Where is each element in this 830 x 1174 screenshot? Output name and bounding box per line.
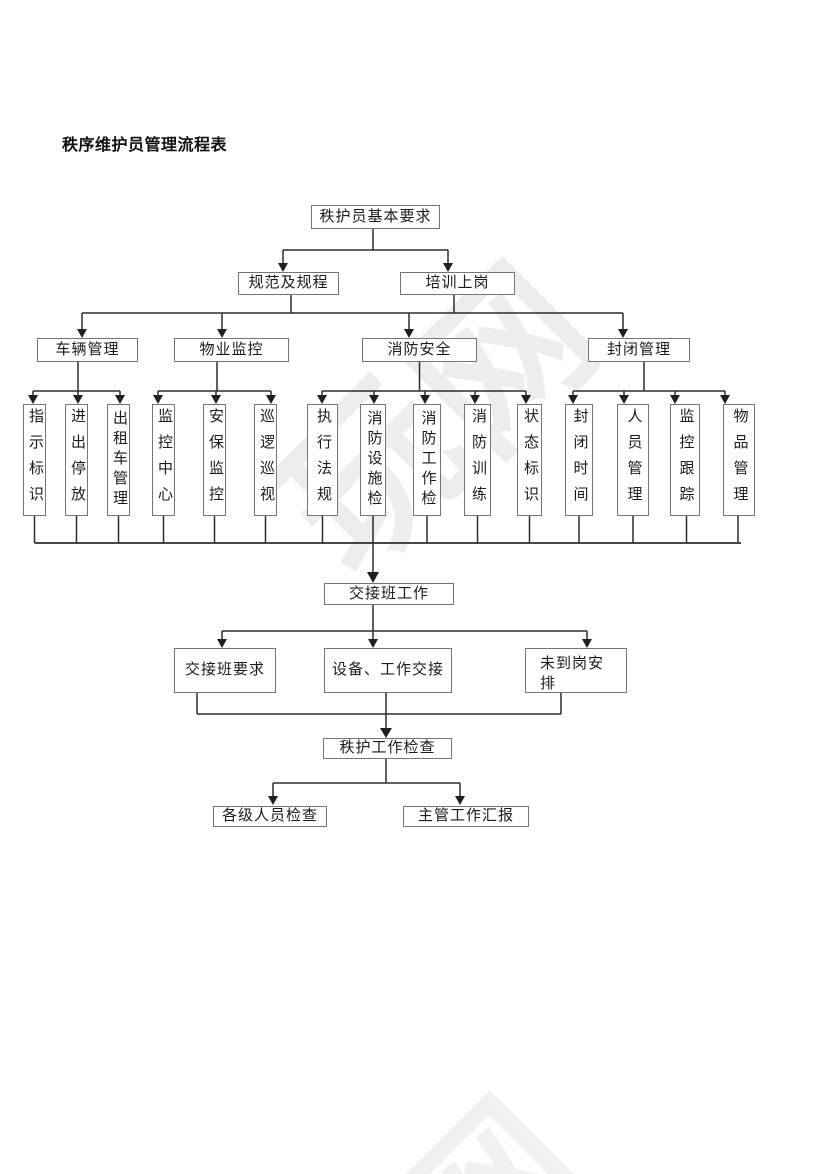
node-fire-drill: 消防训练 — [464, 404, 491, 516]
node-vehicle-management: 车辆管理 — [37, 338, 138, 362]
page-title: 秩序维护员管理流程表 — [62, 137, 228, 154]
vertical-label: 安保监控 — [207, 408, 223, 512]
vertical-label: 物品管理 — [731, 408, 748, 512]
vertical-label: 人员管理 — [625, 408, 642, 512]
node-sign-marking: 指示标识 — [23, 404, 46, 516]
vertical-label: 出租车管理 — [111, 410, 127, 510]
node-fire-safety: 消防安全 — [362, 338, 477, 362]
vertical-label: 监控中心 — [156, 408, 172, 512]
vertical-label: 巡逻巡视 — [258, 408, 274, 512]
vertical-label: 监控跟踪 — [677, 408, 694, 512]
vertical-label: 进出停放 — [69, 408, 85, 512]
node-equipment-work-handover: 设备、工作交接 — [324, 648, 452, 693]
node-closed-management: 封闭管理 — [588, 338, 690, 362]
node-status-sign: 状态标识 — [517, 404, 542, 516]
vertical-label: 消防设施检 — [365, 410, 382, 510]
node-monitor-center: 监控中心 — [152, 404, 175, 516]
vertical-label: 封闭时间 — [571, 408, 588, 512]
node-closing-time: 封闭时间 — [565, 404, 593, 516]
vertical-label: 指示标识 — [27, 408, 43, 512]
node-property-monitoring: 物业监控 — [174, 338, 289, 362]
node-absent-arrangement: 未到岗安排 — [525, 648, 627, 693]
node-basic-requirements: 秩护员基本要求 — [311, 205, 440, 229]
node-security-monitoring: 安保监控 — [203, 404, 226, 516]
node-absent-arrangement-label: 未到岗安排 — [540, 656, 605, 692]
node-rules-procedures: 规范及规程 — [238, 272, 339, 295]
node-order-work-inspection: 秩护工作检查 — [323, 738, 452, 759]
node-fire-work-check: 消防工作检 — [413, 404, 441, 516]
node-supervisor-report: 主管工作汇报 — [403, 806, 529, 827]
node-monitor-tracking: 监控跟踪 — [670, 404, 700, 516]
vertical-label: 执行法规 — [315, 408, 331, 512]
node-law-enforcement: 执行法规 — [307, 404, 338, 516]
node-handover-requirements: 交接班要求 — [174, 648, 276, 693]
node-personnel-management: 人员管理 — [617, 404, 649, 516]
vertical-label: 状态标识 — [522, 408, 538, 512]
node-fire-facility-check: 消防设施检 — [360, 404, 386, 516]
vertical-label: 消防训练 — [470, 408, 486, 512]
node-patrol: 巡逻巡视 — [254, 404, 277, 516]
node-goods-management: 物品管理 — [723, 404, 755, 516]
node-staff-level-inspection: 各级人员检查 — [213, 806, 327, 827]
vertical-label: 消防工作检 — [419, 410, 436, 510]
node-shift-handover: 交接班工作 — [324, 583, 454, 605]
node-entry-exit-parking: 进出停放 — [65, 404, 88, 516]
node-training: 培训上岗 — [400, 272, 515, 295]
node-taxi-management: 出租车管理 — [107, 404, 130, 516]
